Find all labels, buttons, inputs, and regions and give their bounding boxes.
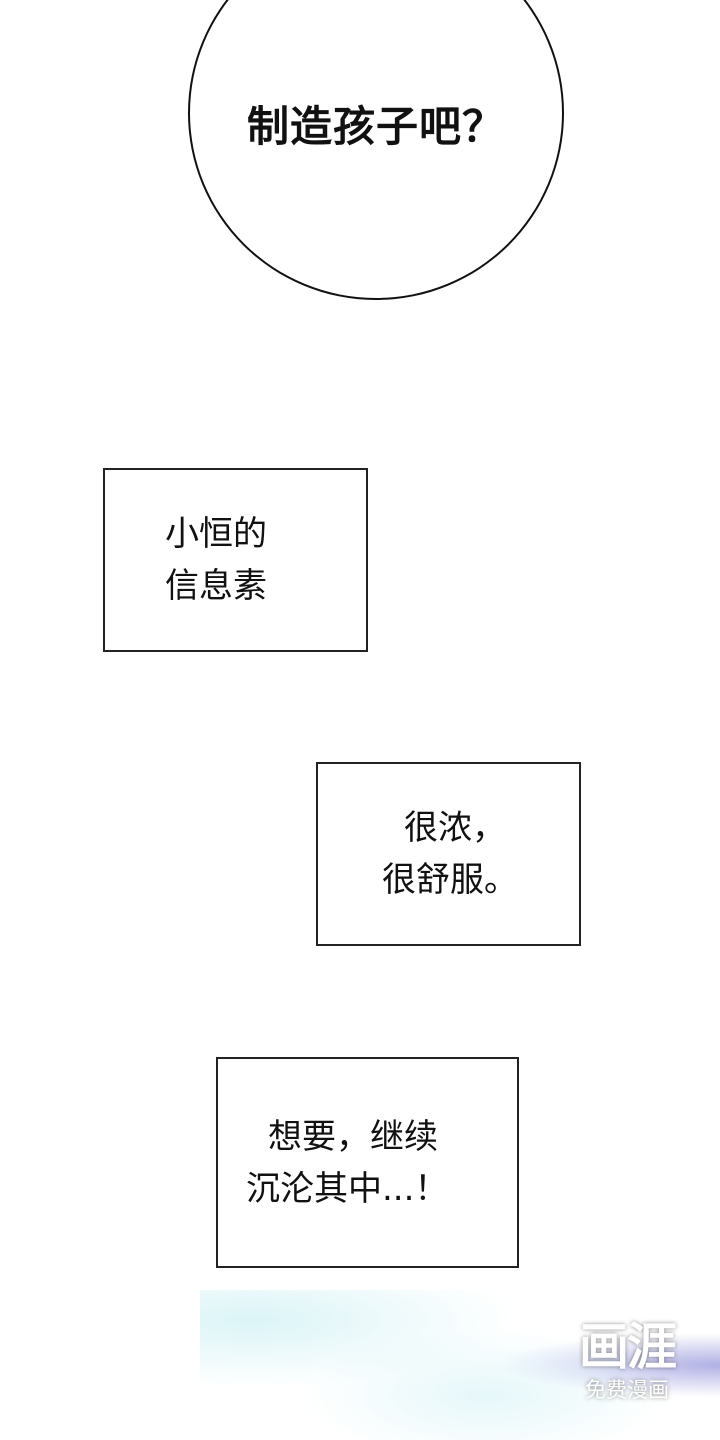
watermark-logo: 画涯 <box>579 1318 677 1376</box>
caption-line: 很浓， <box>404 808 506 848</box>
caption-box-1: 小恒的 信息素 <box>103 468 368 652</box>
watercolor-background <box>200 1290 720 1440</box>
speech-bubble-text: 制造孩子吧？ <box>246 102 505 151</box>
speech-bubble: 制造孩子吧？ <box>188 0 564 300</box>
caption-line: 小恒的 <box>165 514 267 554</box>
caption-line: 沉沦其中...！ <box>246 1168 449 1209</box>
watermark-subtitle: 免费漫画 <box>585 1378 669 1402</box>
caption-line: 很舒服。 <box>382 860 518 900</box>
caption-box-2: 很浓， 很舒服。 <box>316 762 581 946</box>
caption-line: 想要，继续 <box>268 1116 438 1157</box>
watermark: 画涯 免费漫画 <box>568 1318 686 1404</box>
caption-box-3: 想要，继续 沉沦其中...！ <box>216 1057 519 1268</box>
caption-line: 信息素 <box>165 566 267 606</box>
